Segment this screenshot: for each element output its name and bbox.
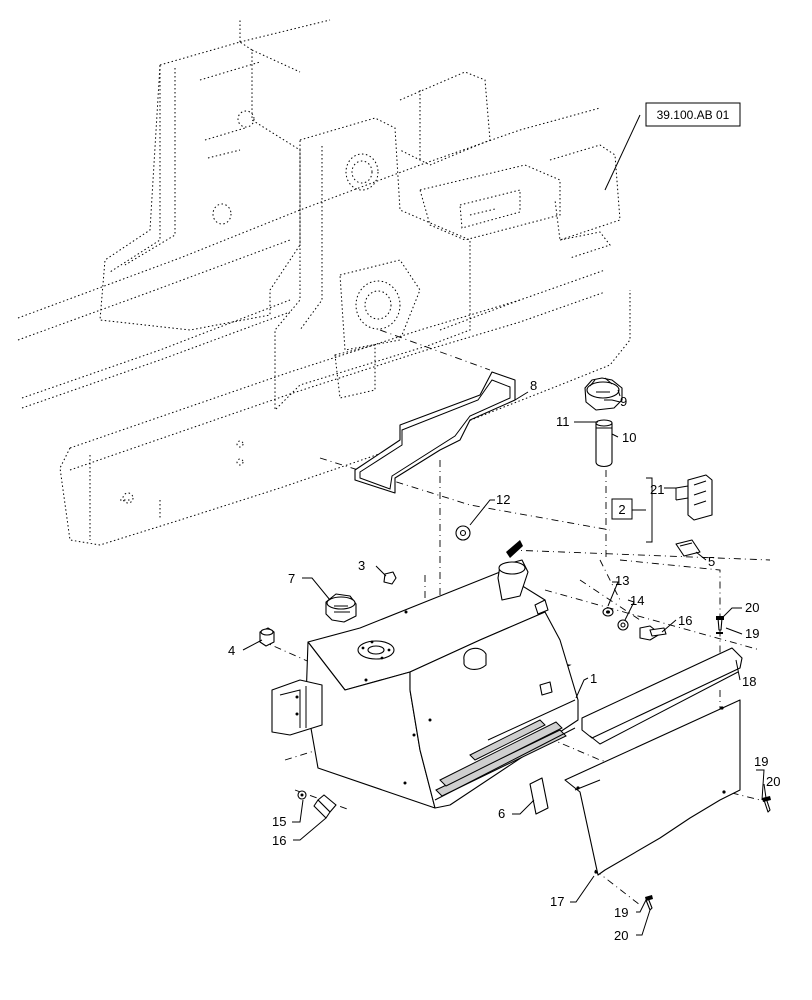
callout-17: 17 xyxy=(550,894,564,909)
callout-16-lower: 16 xyxy=(272,833,286,848)
callout-13: 13 xyxy=(615,573,629,588)
machine-frame xyxy=(17,19,631,546)
callout-12: 12 xyxy=(496,492,510,507)
part-4-plug xyxy=(259,627,275,647)
callout-20-right: 20 xyxy=(766,774,780,789)
callout-1: 1 xyxy=(590,671,597,686)
reference-box[interactable]: 39.100.AB 01 xyxy=(645,102,741,127)
callout-6: 6 xyxy=(498,806,505,821)
part-10-strainer xyxy=(595,419,613,468)
kit-box: 2 xyxy=(611,498,633,520)
part-19-20-screws xyxy=(645,616,771,911)
leader-lines xyxy=(242,114,767,936)
callout-21: 21 xyxy=(650,482,664,497)
callout-15: 15 xyxy=(272,814,286,829)
callout-20-upper: 20 xyxy=(745,600,759,615)
part-9-filler-cap xyxy=(584,377,623,411)
callout-18: 18 xyxy=(742,674,756,689)
part-17-cover xyxy=(564,699,741,876)
callout-8: 8 xyxy=(530,378,537,393)
kit-box-label: 2 xyxy=(618,502,625,517)
part-16-bolt-upper xyxy=(639,625,667,641)
callout-16-upper: 16 xyxy=(678,613,692,628)
reference-box-label: 39.100.AB 01 xyxy=(657,108,730,122)
part-18-rail xyxy=(581,647,743,745)
callout-9: 9 xyxy=(620,394,627,409)
callout-19-right: 19 xyxy=(754,754,768,769)
callout-14: 14 xyxy=(630,593,644,608)
callout-5: 5 xyxy=(708,554,715,569)
part-5-label xyxy=(675,539,701,557)
callout-19-lower: 19 xyxy=(614,905,628,920)
part-12-washer xyxy=(455,525,471,541)
callouts: 8 9 11 10 12 21 5 3 7 13 14 16 20 19 4 1… xyxy=(228,378,780,943)
part-3-fitting xyxy=(383,571,397,585)
callout-7: 7 xyxy=(288,571,295,586)
callout-20-lower: 20 xyxy=(614,928,628,943)
callout-4: 4 xyxy=(228,643,235,658)
part-8-pad xyxy=(354,371,516,494)
part-15-16-lower xyxy=(297,790,337,819)
callout-3: 3 xyxy=(358,558,365,573)
callout-19-upper: 19 xyxy=(745,626,759,641)
part-1-fuel-tank xyxy=(271,540,579,809)
part-21-sensor xyxy=(646,474,713,543)
callout-10: 10 xyxy=(622,430,636,445)
part-6-plate xyxy=(529,777,549,815)
part-13-14-washers xyxy=(602,607,629,631)
callout-11: 11 xyxy=(556,414,570,429)
part-7-breather xyxy=(325,593,357,623)
